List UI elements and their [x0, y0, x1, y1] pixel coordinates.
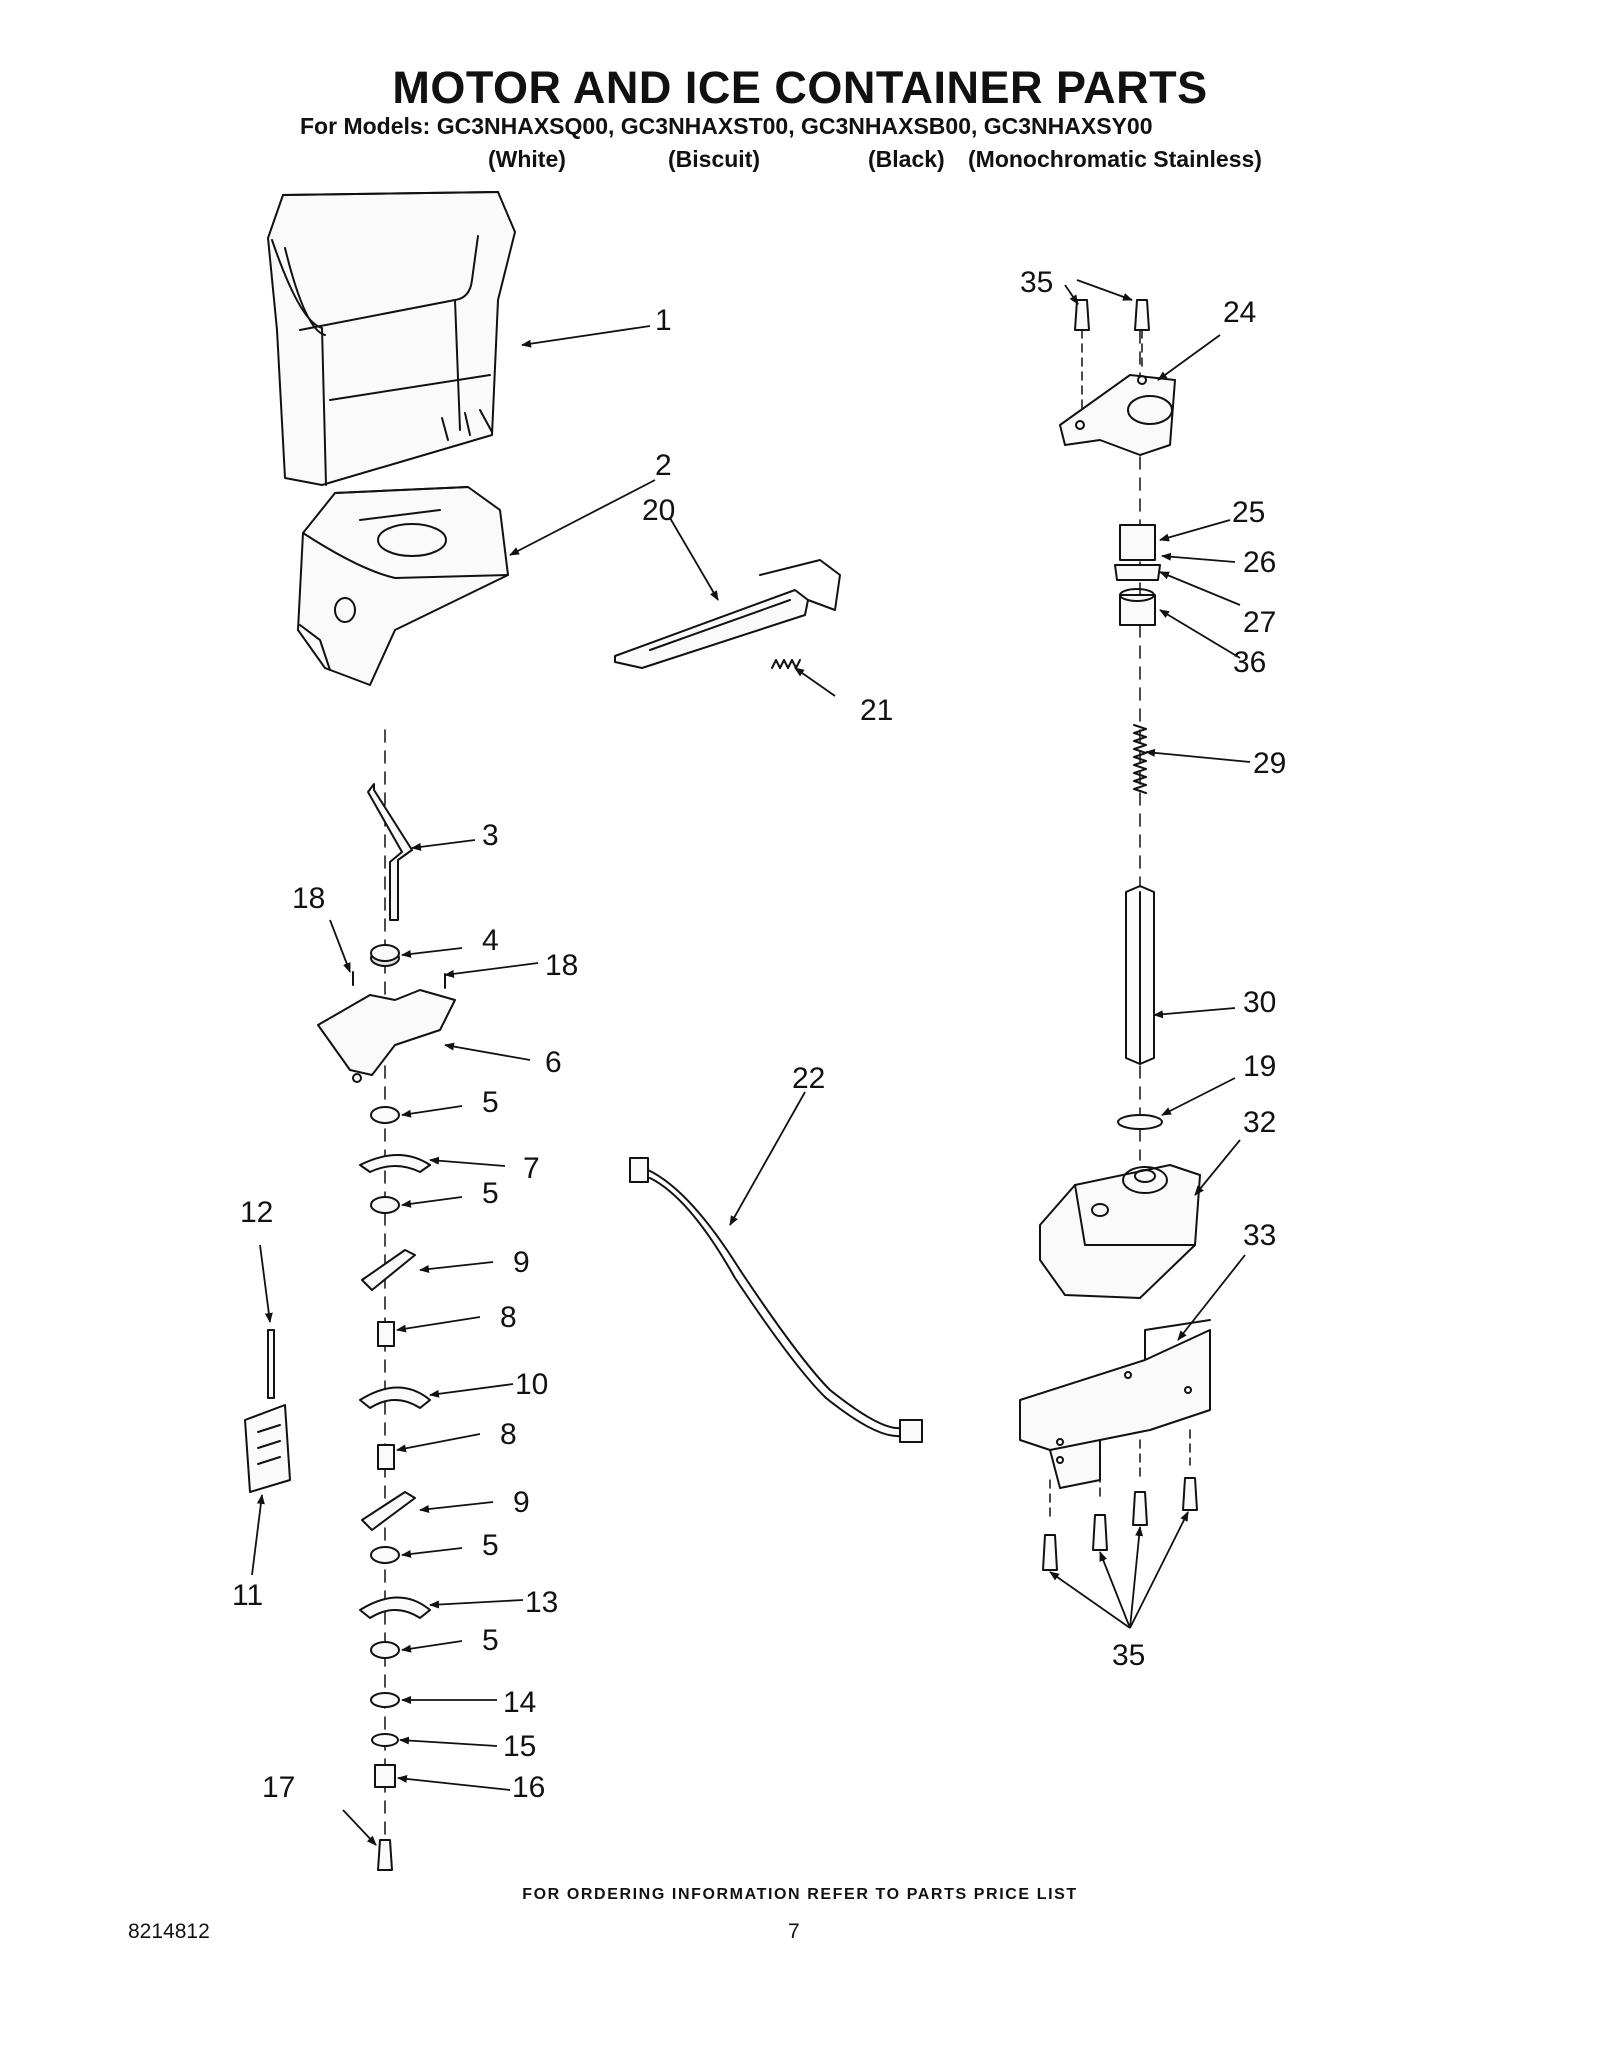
- document-number: 8214812: [128, 1920, 210, 1943]
- callout-22: 22: [792, 1062, 825, 1095]
- callout-8-b: 8: [500, 1418, 517, 1451]
- callout-3: 3: [482, 819, 499, 852]
- washer-illustration: [1117, 1114, 1163, 1130]
- callout-26: 26: [1243, 546, 1276, 579]
- color-white: (White): [488, 146, 566, 172]
- callout-21: 21: [860, 694, 893, 727]
- callout-29: 29: [1253, 747, 1286, 780]
- callout-27: 27: [1243, 606, 1276, 639]
- callout-17: 17: [262, 1771, 295, 1804]
- auger-spring-illustration: [1133, 724, 1147, 794]
- color-black: (Black): [868, 146, 945, 172]
- callout-1: 1: [655, 304, 672, 337]
- callout-2: 2: [655, 449, 672, 482]
- callout-11: 11: [232, 1579, 263, 1612]
- ice-container-illustration: [267, 191, 516, 486]
- flap-illustration: [614, 559, 841, 669]
- coupler-illustration: [1114, 524, 1161, 626]
- callout-15: 15: [503, 1730, 536, 1763]
- callout-14: 14: [503, 1686, 536, 1719]
- bucket-base-illustration: [297, 486, 509, 686]
- callout-24: 24: [1223, 296, 1256, 329]
- color-monochromatic-stainless: (Monochromatic Stainless): [968, 146, 1262, 172]
- callout-18-right: 18: [545, 949, 578, 982]
- callout-7: 7: [523, 1152, 540, 1185]
- callout-35-bottom: 35: [1112, 1639, 1145, 1672]
- pin-and-block-illustration: [244, 1329, 291, 1493]
- callout-35-top: 35: [1020, 266, 1053, 299]
- callout-8-a: 8: [500, 1301, 517, 1334]
- callout-labels: 1 2 20 21 3 18 4 18 6 5 7 12 5 9 8 10 11…: [232, 266, 1286, 1804]
- callout-5-a: 5: [482, 1086, 499, 1119]
- shaft-illustration: [367, 783, 413, 921]
- color-biscuit: (Biscuit): [668, 146, 760, 172]
- bottom-screws-illustration: [1042, 1429, 1198, 1571]
- callout-25: 25: [1232, 496, 1265, 529]
- callout-33: 33: [1243, 1219, 1276, 1252]
- wire-harness-illustration: [629, 1157, 923, 1443]
- motor-bracket-illustration: [1059, 374, 1176, 456]
- models-line: For Models: GC3NHAXSQ00, GC3NHAXST00, GC…: [300, 113, 1153, 139]
- top-screws-illustration: [1074, 299, 1150, 411]
- callout-10: 10: [515, 1368, 548, 1401]
- callout-9-a: 9: [513, 1246, 530, 1279]
- leader-lines: [251, 279, 1251, 1846]
- callout-5-b: 5: [482, 1177, 499, 1210]
- callout-4: 4: [482, 924, 499, 957]
- motor-mount-illustration: [1019, 1319, 1211, 1489]
- callout-9-b: 9: [513, 1486, 530, 1519]
- spring-illustration: [771, 659, 801, 669]
- callout-30: 30: [1243, 986, 1276, 1019]
- callout-13: 13: [525, 1586, 558, 1619]
- callout-12: 12: [240, 1196, 273, 1229]
- callout-32: 32: [1243, 1106, 1276, 1139]
- auger-motor-illustration: [1039, 1164, 1201, 1299]
- callout-18-left: 18: [292, 882, 325, 915]
- callout-19: 19: [1243, 1050, 1276, 1083]
- callout-6: 6: [545, 1046, 562, 1079]
- page-title: MOTOR AND ICE CONTAINER PARTS: [392, 62, 1208, 113]
- left-stack-illustration: [317, 944, 456, 1871]
- callout-16: 16: [512, 1771, 545, 1804]
- page-number: 7: [788, 1920, 800, 1943]
- callout-20: 20: [642, 494, 675, 527]
- ordering-note: FOR ORDERING INFORMATION REFER TO PARTS …: [522, 1886, 1078, 1903]
- hex-shaft-illustration: [1125, 885, 1155, 1065]
- callout-36: 36: [1233, 646, 1266, 679]
- callout-5-c: 5: [482, 1529, 499, 1562]
- callout-5-d: 5: [482, 1624, 499, 1657]
